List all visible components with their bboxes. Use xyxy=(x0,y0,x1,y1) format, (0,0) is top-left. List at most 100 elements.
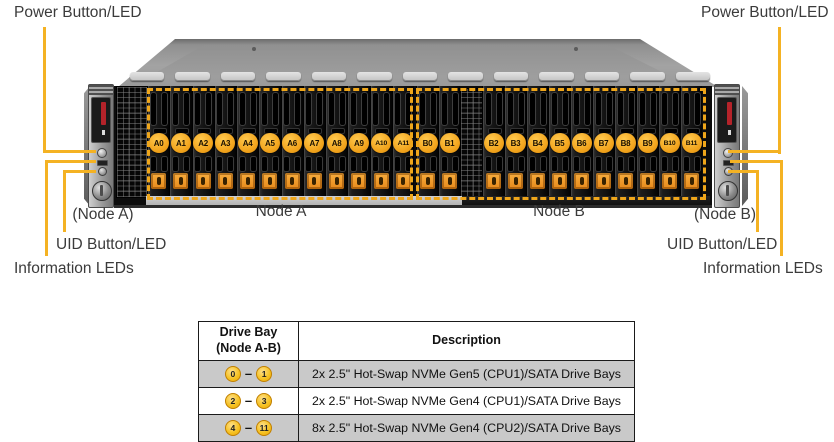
drive-bay-id-badge: B11 xyxy=(681,133,702,153)
drive-lower-slots xyxy=(170,156,191,172)
drive-bay-id-badge: A10 xyxy=(371,133,392,153)
node-b-ear-label: (Node B) xyxy=(693,206,757,223)
uid-button-icon xyxy=(98,167,107,176)
drive-handle-slots xyxy=(215,92,236,126)
drive-lower-slots xyxy=(593,156,614,172)
thumbscrew-icon xyxy=(718,181,738,201)
drive-bay-b10: B10B10 xyxy=(658,86,680,204)
bay-range-cell: 2–3 xyxy=(198,387,299,415)
drive-carrier-latch-icon xyxy=(596,173,611,189)
drive-bay-a9: A9A9 xyxy=(347,86,370,204)
information-leds-icon xyxy=(97,160,108,166)
drive-bay-a1: A1A1 xyxy=(169,86,192,204)
power-button-icon xyxy=(97,148,107,158)
drive-lower-slots xyxy=(681,156,702,172)
drive-bay-a8: A8A8 xyxy=(325,86,348,204)
drive-bay-a6: A6A6 xyxy=(280,86,303,204)
node-a-ear-label: (Node A) xyxy=(72,206,134,223)
uid-button-label-right: UID Button/LED xyxy=(667,236,778,253)
callout-line-power-left xyxy=(43,27,46,153)
bay-number-badge: 4 xyxy=(224,420,241,436)
node-a-drive-bays: A0A0A1A1A2A2A3A3A4A4A5A5A6A6A7A7A8A8A9A9… xyxy=(147,86,414,204)
bay-number-badge: 1 xyxy=(256,366,273,382)
drive-lower-slots xyxy=(148,156,169,172)
drive-bay-id-badge: B9 xyxy=(637,133,658,153)
bay-description-cell: 2x 2.5" Hot-Swap NVMe Gen4 (CPU1)/SATA D… xyxy=(298,387,635,415)
drive-handle-slots xyxy=(170,92,191,126)
drive-lower-slots xyxy=(282,156,303,172)
drive-carrier-latch-icon xyxy=(508,173,523,189)
drive-lower-slots xyxy=(259,156,280,172)
drive-carrier-latch-icon xyxy=(618,173,633,189)
drive-bay-a7: A7A7 xyxy=(302,86,325,204)
drive-bay-b7: B7B7 xyxy=(592,86,614,204)
drive-bay-id-badge: B5 xyxy=(549,133,570,153)
drive-bay-id-badge: B10 xyxy=(659,133,680,153)
power-button-label-left: Power Button/LED xyxy=(14,4,142,21)
bay-description-cell: 2x 2.5" Hot-Swap NVMe Gen5 (CPU1)/SATA D… xyxy=(298,360,635,388)
chassis-top-lid xyxy=(86,39,748,87)
drive-bay-id-badge: A8 xyxy=(326,133,347,153)
drive-handle-slots xyxy=(505,92,526,126)
drive-carrier-latch-icon xyxy=(351,173,367,189)
drive-handle-slots xyxy=(549,92,570,126)
drive-bay-b9: B9B9 xyxy=(636,86,658,204)
drive-bay-id-badge: A5 xyxy=(259,133,280,153)
bay-number-badge: 11 xyxy=(256,420,273,436)
drive-lower-slots xyxy=(348,156,369,172)
drive-bay-id-badge: B7 xyxy=(593,133,614,153)
drive-carrier-latch-icon xyxy=(173,173,189,189)
drive-carrier-latch-icon xyxy=(640,173,655,189)
drive-lower-slots xyxy=(326,156,347,172)
uid-button-label-left: UID Button/LED xyxy=(56,236,167,253)
drive-bay-b6: B6B6 xyxy=(570,86,592,204)
range-dash: – xyxy=(244,393,253,408)
callout-line-uid-right-h xyxy=(728,170,759,173)
drive-bay-id-badge: B0 xyxy=(417,133,438,153)
drive-carrier-latch-icon xyxy=(151,173,167,189)
drive-carrier-latch-icon xyxy=(217,173,233,189)
drive-carrier-latch-icon xyxy=(552,173,567,189)
drive-carrier-latch-icon xyxy=(195,173,211,189)
drive-lower-slots xyxy=(527,156,548,172)
drive-carrier-latch-icon xyxy=(284,173,300,189)
drive-carrier-latch-icon xyxy=(306,173,322,189)
drive-bay-id-badge: A3 xyxy=(215,133,236,153)
drive-handle-slots xyxy=(371,92,392,126)
drive-bay-id-badge: A7 xyxy=(304,133,325,153)
drive-handle-slots xyxy=(615,92,636,126)
chassis-left-edge xyxy=(84,86,90,206)
node-b-dashed-outline xyxy=(416,88,706,200)
lid-screw-icon xyxy=(252,47,256,51)
drive-lower-slots xyxy=(371,156,392,172)
badge-mark xyxy=(728,130,731,135)
drive-carrier-latch-icon xyxy=(486,173,501,189)
bay-number-badge: 2 xyxy=(224,393,241,409)
drive-bay-id-badge: B3 xyxy=(505,133,526,153)
drive-bay-id-badge: A4 xyxy=(237,133,258,153)
drive-bay-b2: B2B2 xyxy=(482,86,504,204)
bay-label-strip-light xyxy=(146,196,462,205)
drive-handle-slots xyxy=(637,92,658,126)
table-header-description: Description xyxy=(298,321,635,361)
drive-bay-id-badge: A9 xyxy=(348,133,369,153)
drive-bay-id-badge: A2 xyxy=(193,133,214,153)
drive-lower-slots xyxy=(237,156,258,172)
drive-handle-slots xyxy=(417,92,438,126)
drive-bay-id-badge: A1 xyxy=(170,133,191,153)
drive-carrier-latch-icon xyxy=(240,173,256,189)
drive-handle-slots xyxy=(304,92,325,126)
drive-lower-slots xyxy=(304,156,325,172)
drive-bay-id-badge: B4 xyxy=(527,133,548,153)
drive-bay-b3: B3B3 xyxy=(504,86,526,204)
table-header-drive-bay: Drive Bay (Node A-B) xyxy=(198,321,299,361)
callout-line-uid-right xyxy=(756,170,759,232)
drive-handle-slots xyxy=(571,92,592,126)
bay-range-cell: 0–1 xyxy=(198,360,299,388)
drive-bay-b5: B5B5 xyxy=(548,86,570,204)
bay-number-badge: 0 xyxy=(224,366,241,382)
